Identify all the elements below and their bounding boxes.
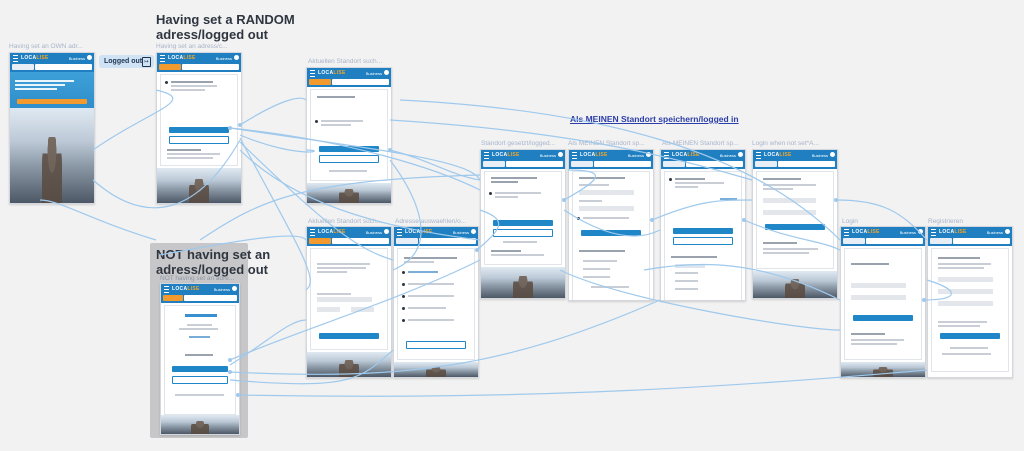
frame-label-not-set[interactable]: NOT having set an adre... bbox=[160, 275, 235, 282]
location-chip[interactable] bbox=[159, 64, 181, 70]
address-dropdown bbox=[160, 74, 238, 166]
aktuellen-standort-button[interactable] bbox=[172, 366, 228, 372]
frame-label-login-not-set[interactable]: Login when not set*A... bbox=[752, 140, 819, 147]
frame-label-own-address[interactable]: Having set an OWN adr... bbox=[9, 43, 83, 50]
user-icon[interactable] bbox=[234, 55, 239, 60]
frame-label-aktuellen-1[interactable]: Aktuellen Standort such... bbox=[308, 58, 383, 65]
search-input[interactable] bbox=[182, 64, 239, 70]
einloggen-button[interactable] bbox=[764, 224, 826, 230]
frame-label-meinen-2[interactable]: Als MEINEN Standort sp... bbox=[662, 140, 739, 147]
standort-suchen-button[interactable] bbox=[318, 146, 380, 152]
adresse-suchen-button[interactable] bbox=[318, 333, 380, 339]
hero-photo bbox=[10, 108, 94, 203]
menu-icon[interactable] bbox=[160, 55, 165, 62]
location-pin-icon bbox=[315, 120, 318, 123]
speichern-button[interactable] bbox=[580, 230, 642, 236]
search-input[interactable] bbox=[35, 64, 92, 70]
location-pin-icon bbox=[165, 81, 168, 84]
einloggen-button[interactable] bbox=[852, 315, 914, 321]
hero-banner bbox=[10, 72, 94, 108]
logout-icon: ↦ bbox=[142, 57, 151, 67]
frame-label-registrieren[interactable]: Registrieren bbox=[928, 218, 964, 225]
heading-not-set-address: NOT having set an adress/logged out bbox=[156, 247, 271, 277]
logged-out-badge[interactable]: Logged out ↦ bbox=[99, 55, 154, 68]
heading-random-address: Having set a RANDOM adress/logged out bbox=[156, 12, 295, 42]
aktuellen-standort-button[interactable] bbox=[168, 127, 230, 133]
logged-out-label: Logged out bbox=[104, 58, 143, 65]
frame-label-set-address[interactable]: Having set an adress/c... bbox=[156, 43, 228, 50]
frame-label-aktuellen-2[interactable]: Aktuellen Standort such... bbox=[308, 218, 383, 225]
heading-meinen-standort[interactable]: Als MEINEN Standort speichern/logged in bbox=[570, 114, 739, 124]
frame-label-adresse-auswaehlen[interactable]: Adresse auswaehlen/o... bbox=[395, 218, 467, 225]
menu-icon[interactable] bbox=[13, 55, 18, 62]
adresse-eingeben-button[interactable] bbox=[168, 136, 230, 144]
frame-label-meinen-1[interactable]: Als MEINEN Standort sp... bbox=[568, 140, 645, 147]
frame-label-login[interactable]: Login bbox=[842, 218, 858, 225]
location-chip[interactable] bbox=[12, 64, 34, 70]
cta-button[interactable] bbox=[16, 99, 88, 104]
adresse-eingeben-button[interactable] bbox=[172, 376, 228, 384]
frame-label-standort-gesetzt[interactable]: Standort gesetzt/logged... bbox=[481, 140, 556, 147]
user-icon[interactable] bbox=[87, 55, 92, 60]
registrieren-button[interactable] bbox=[939, 333, 1001, 339]
